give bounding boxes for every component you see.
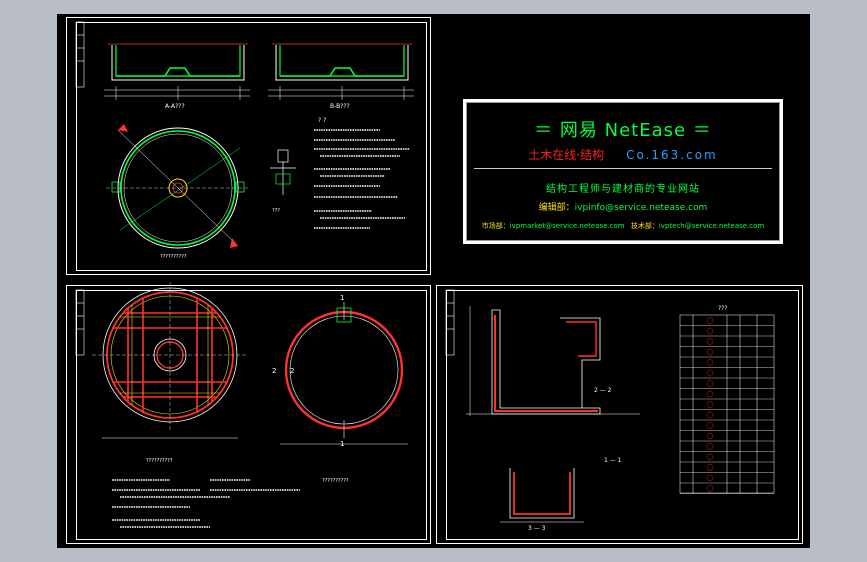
notes-lines [314,129,410,229]
section-2-2-title: 2 — 2 [594,387,612,394]
reinforcement-plan [92,282,248,439]
tech-label: 技术部： [630,222,659,230]
sheet-inner-border [446,290,799,540]
banner-department-contacts: 市场部：ivpmarket@service.netease.com 技术部：iv… [466,221,780,231]
section-a-elevation [104,43,250,100]
market-email: ivpmarket@service.netease.com [509,222,625,230]
banner-divider [474,168,772,169]
section-3-3-title: 3 — 3 [528,525,546,532]
sheet-inner-border [76,22,427,271]
market-label: 市场部： [481,222,510,230]
rebar-shape-mark [706,453,714,461]
sheet2-notes [112,479,300,528]
rebar-shape-mark [706,369,714,377]
plan-caption: ?????????? [160,254,187,260]
banner-subtitle: 土木在线·结构 Co.163.com [466,146,780,163]
reinforcement-caption: ?????????? [146,458,173,464]
rebar-shape-mark [706,474,714,482]
netease-banner: ＝ 网易 NetEase ＝ 土木在线·结构 Co.163.com 结构工程师与建… [463,99,783,244]
wall-section-3-3 [500,468,584,523]
rebar-shape-mark [706,422,714,429]
rebar-shape-mark [706,327,714,335]
section-mark-2-inner: 2 [290,367,294,375]
rebar-shape-mark [706,432,714,440]
table-title: ??? [718,305,728,312]
rebar-shape-mark [706,359,714,366]
wall-section-1-1 [466,306,640,416]
rebar-schedule-table [679,314,775,494]
section-b-elevation [268,43,414,100]
pipe-detail [270,149,296,195]
tech-email: ivptech@service.netease.com [658,222,765,230]
banner-domain: Co.163.com [626,148,718,162]
rebar-shape-mark [706,380,714,387]
banner-slogan: 结构工程师与建材商的专业网站 [546,184,700,195]
drawing-sheet-wall-sections [436,285,803,544]
rebar-shape-mark [706,317,714,324]
banner-title: ＝ 网易 NetEase ＝ [534,120,712,141]
section-mark-1-bottom: 1 [340,440,344,448]
detail-caption: ??? [272,208,280,214]
editorial-label: 编辑部： [538,203,575,213]
editorial-email: ivpinfo@service.netease.com [574,203,708,213]
notes-title: ? ? [318,117,326,124]
ring-caption: ?????????? [322,478,349,484]
banner-site-name: 土木在线·结构 [528,148,605,162]
rebar-shape-mark [706,411,714,419]
rebar-shape-mark [706,443,714,450]
section-a-title: A-A??? [165,103,185,110]
section-1-1-title: 1 — 1 [604,457,622,464]
rebar-shape-mark [706,485,714,492]
rebar-shape-mark [706,338,714,345]
section-mark-1-top: 1 [340,294,344,302]
rebar-shape-mark [706,401,714,408]
rebar-shape-mark [706,464,714,471]
tank-plan-circle [106,124,250,249]
sheet-inner-border [76,290,427,540]
drawing-sheet-tank-elevation [66,17,431,275]
ring-wall-plan [280,302,408,445]
section-b-title: B-B??? [330,103,350,110]
banner-editorial-contact: 编辑部：ivpinfo@service.netease.com [466,200,780,213]
rebar-shape-mark [706,348,714,356]
rebar-shape-mark [706,390,714,398]
section-mark-2-left: 2 [272,367,276,375]
drawing-sheet-reinforcement-plan [66,285,431,544]
